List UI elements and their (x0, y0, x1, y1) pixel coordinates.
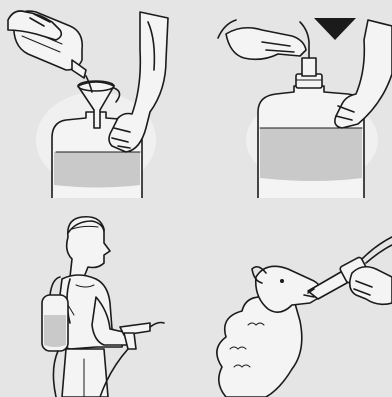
panel-pour-into-container (0, 0, 196, 198)
hand-icon (109, 12, 168, 152)
drench-illustration (196, 199, 392, 397)
panel-drench-sheep (196, 199, 392, 397)
hand-icon (350, 267, 392, 305)
panel-attach-tube-to-cap (196, 0, 392, 198)
attach-illustration (196, 0, 392, 198)
panel-wear-backpack-applicator (0, 199, 196, 397)
sheep-icon (217, 266, 321, 397)
pour-illustration (0, 0, 196, 198)
hand-icon (335, 20, 392, 128)
operator-illustration (0, 199, 196, 397)
hand-icon (218, 20, 306, 59)
down-arrow-icon (314, 18, 356, 40)
